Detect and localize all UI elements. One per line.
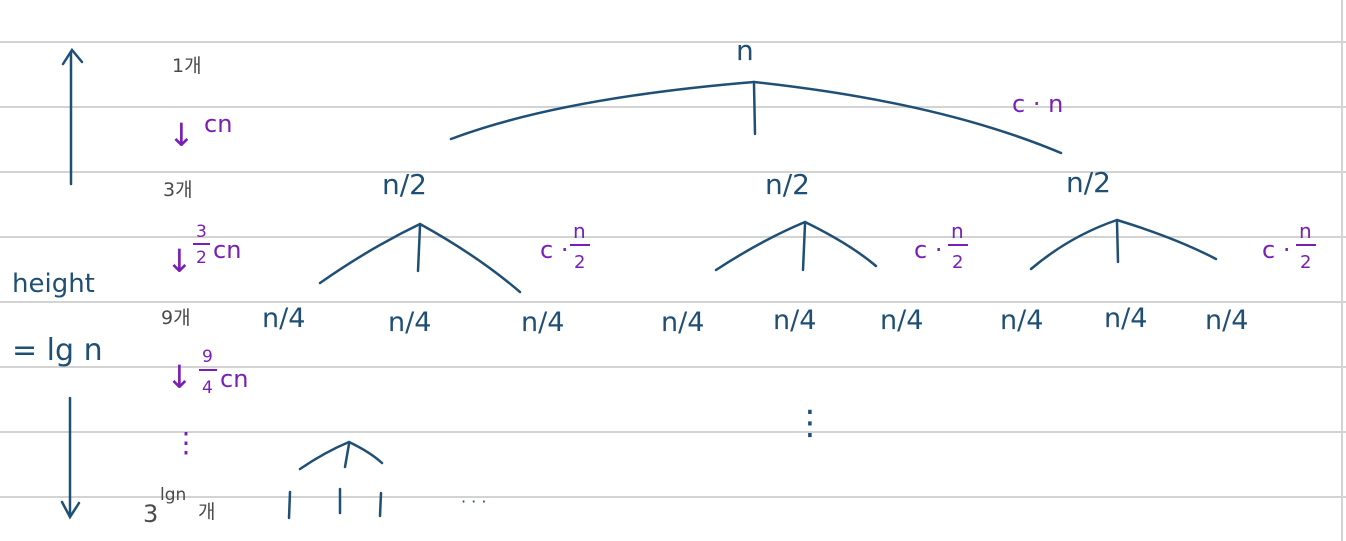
left-ellipsis: ⋮ (172, 426, 200, 459)
root-node: n (736, 34, 754, 67)
left-subtree-left-branch (318, 222, 422, 285)
level1-node: n/2 (765, 168, 810, 201)
bottom-subtree-right-branch (347, 440, 384, 465)
level1-branches (318, 218, 1218, 294)
right-subtree-middle-branch (1115, 220, 1120, 264)
right-subtree-right-branch (1115, 218, 1218, 261)
level1-node-cost-prefix: c · (540, 236, 568, 264)
level1-node-cost-denominator: 2 (1300, 252, 1311, 273)
level2-count: 9개 (161, 307, 191, 329)
level2-cost-denominator: 4 (202, 378, 213, 398)
level2-cost-numerator: 9 (202, 347, 213, 367)
last-level-count-suffix: 개 (198, 501, 215, 523)
level2-node: n/4 (1000, 305, 1043, 336)
root-middle-branch (752, 82, 757, 136)
level1-cost-arrow: ↓ (166, 242, 193, 280)
root-right-branch (752, 80, 1063, 155)
middle-ellipsis: ⋮ (793, 403, 827, 443)
root-branches (449, 80, 1063, 155)
height-arrow-up-head (61, 47, 84, 66)
bottom-subtree-left-branch (298, 440, 351, 471)
bottom-subtree (287, 440, 384, 520)
level1-cost-numerator: 3 (196, 222, 207, 242)
level2-node: n/4 (880, 305, 923, 336)
level1-cost-middle: c · n 2 (914, 219, 968, 273)
level0-cost: cn (204, 110, 232, 138)
level1-node-cost-numerator: n (573, 219, 586, 243)
level1-cost-tail: cn (213, 236, 241, 264)
level2-node: n/4 (521, 307, 564, 338)
level1-node-cost-denominator: 2 (574, 252, 585, 273)
level1-node-cost-prefix: c · (1262, 236, 1290, 264)
bottom-subtree-middle-branch (343, 442, 351, 469)
level1-cost-left: c · n 2 (540, 219, 590, 273)
level1-node-cost-numerator: n (951, 219, 964, 243)
bottom-ellipsis: · · · (461, 492, 486, 511)
leaf-stroke (378, 491, 383, 518)
last-level-count-exponent: lgn (160, 485, 186, 505)
level1-node-cost-prefix: c · (914, 236, 942, 264)
level2-cost-arrow: ↓ (166, 358, 193, 396)
height-label-line1: height (12, 269, 95, 299)
level2-node: n/4 (1205, 305, 1248, 336)
level0-cost-arrow: ↓ (168, 116, 195, 154)
level2-node: n/4 (262, 303, 305, 334)
level2-node: n/4 (661, 307, 704, 338)
middle-subtree-middle-branch (801, 222, 807, 272)
left-subtree-middle-branch (416, 224, 422, 273)
root-cost: c · n (1012, 90, 1063, 118)
level1-cost-right: c · n 2 (1262, 219, 1316, 273)
leaf-stroke (287, 490, 292, 520)
right-subtree-left-branch (1029, 218, 1119, 271)
last-level-count-base: 3 (143, 500, 158, 528)
level1-cost-denominator: 2 (196, 248, 207, 268)
height-label-line2: = lg n (12, 333, 103, 368)
level2-node: n/4 (773, 305, 816, 336)
level2-cost-tail: cn (220, 365, 248, 393)
level1-count: 3개 (163, 179, 193, 201)
ruled-lines (0, 41, 1346, 498)
middle-subtree-left-branch (714, 220, 807, 272)
middle-subtree-right-branch (803, 220, 878, 268)
root-left-branch (449, 80, 756, 141)
level2-node: n/4 (1104, 303, 1147, 334)
height-arrow-down-head (60, 500, 81, 520)
level1-node-cost-numerator: n (1299, 219, 1312, 243)
level1-node: n/2 (1066, 166, 1111, 199)
height-arrow (60, 47, 84, 520)
level1-node-cost-denominator: 2 (952, 252, 963, 273)
level0-count: 1개 (172, 55, 202, 77)
level2-node: n/4 (388, 307, 431, 338)
level1-node: n/2 (382, 168, 427, 201)
left-subtree-right-branch (418, 222, 522, 294)
